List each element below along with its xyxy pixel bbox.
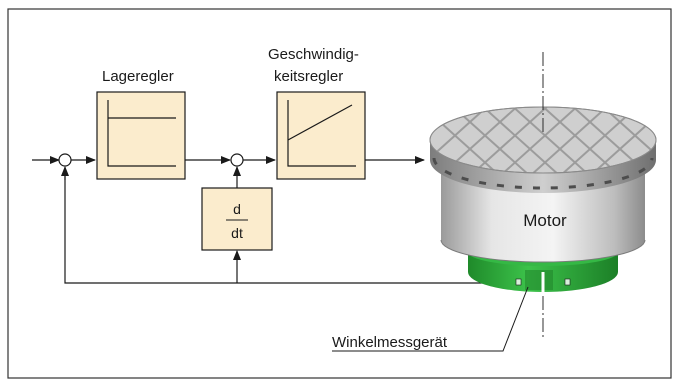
derivative-denominator: dt bbox=[231, 225, 243, 241]
speed-controller-label-line1: Geschwindig- bbox=[268, 46, 359, 63]
feedback-line bbox=[64, 175, 488, 284]
position-controller-label: Lageregler bbox=[102, 68, 174, 85]
position-controller-block bbox=[96, 91, 186, 180]
position-controller-curve bbox=[107, 100, 176, 167]
encoder-label: Winkelmessgerät bbox=[332, 334, 448, 351]
outer-frame bbox=[7, 8, 672, 379]
summing-junction-1 bbox=[58, 153, 72, 167]
motor-label: Motor bbox=[523, 211, 567, 230]
speed-controller-curve bbox=[287, 100, 356, 167]
motor-illustration: Motor bbox=[429, 52, 657, 340]
encoder-leader-line bbox=[332, 286, 529, 352]
speed-controller-label-line2: keitsregler bbox=[274, 68, 343, 85]
derivative-numerator: d bbox=[233, 201, 241, 217]
motor-body bbox=[441, 170, 645, 262]
summing-junction-2 bbox=[230, 153, 244, 167]
